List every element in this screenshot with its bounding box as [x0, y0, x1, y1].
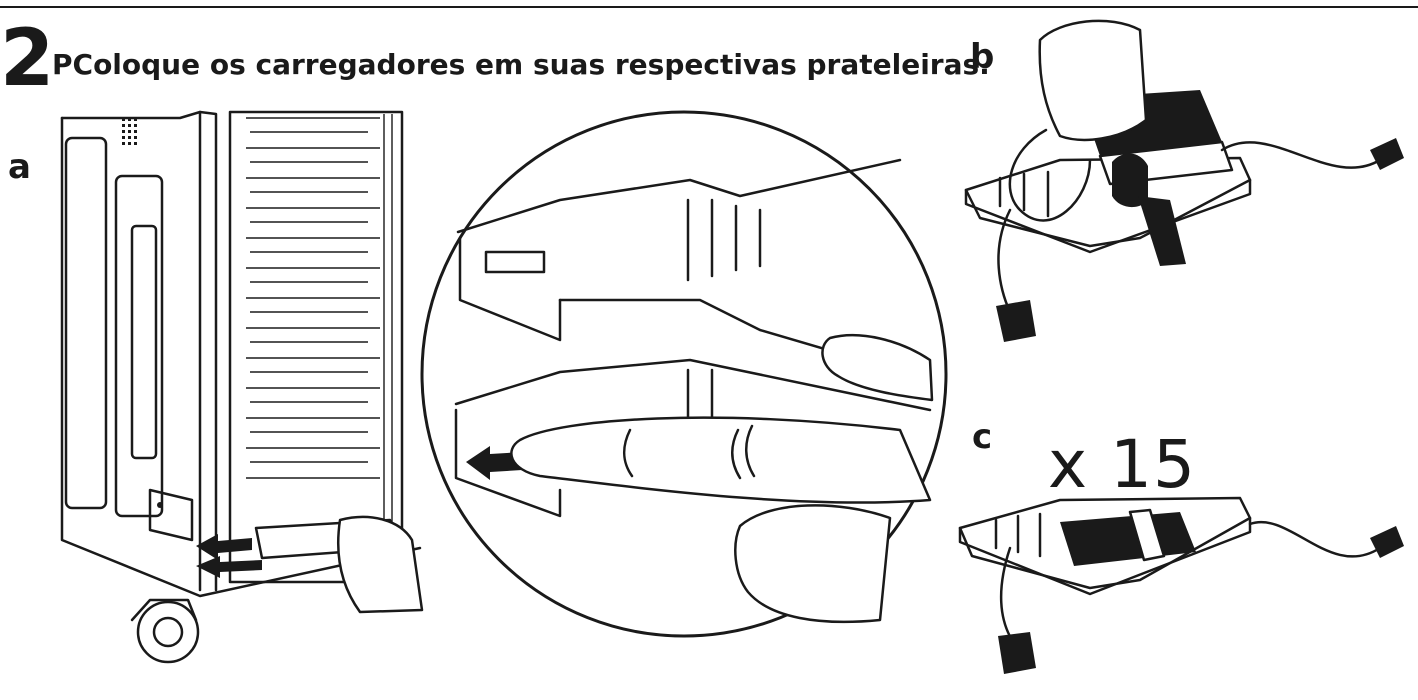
top-rule	[0, 6, 1418, 8]
charger-wrap-illustration	[964, 19, 1404, 342]
panel-label-a: a	[8, 147, 31, 187]
charger-tray-illustration	[958, 496, 1404, 674]
shelf-release-detail	[420, 110, 948, 638]
step-number: 2	[0, 14, 55, 104]
cart-illustration	[60, 110, 424, 664]
panel-label-b: b	[970, 37, 995, 77]
quantity-text: x 15	[1048, 426, 1197, 503]
shelf-stack	[228, 110, 404, 584]
panel-label-c: c	[972, 417, 993, 457]
step-title: PColoque os carregadores em suas respect…	[52, 48, 990, 81]
